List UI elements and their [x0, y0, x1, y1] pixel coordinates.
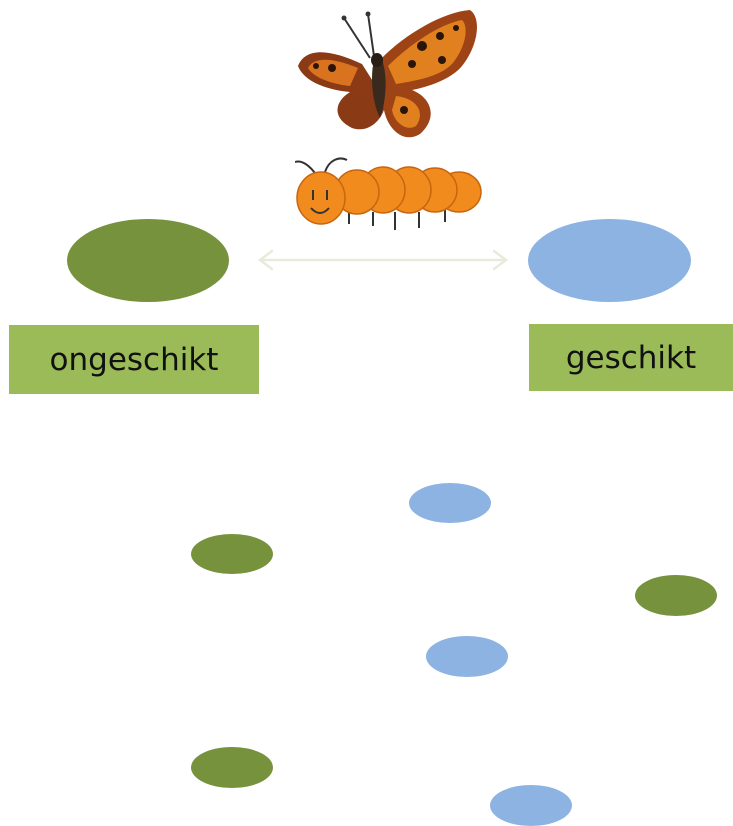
skilled-marker-oval [528, 219, 691, 302]
unskilled-scatter-oval [635, 575, 717, 616]
caterpillar-image [295, 157, 482, 230]
unskilled-scatter-oval [191, 747, 273, 788]
skilled-scatter-oval [409, 483, 491, 523]
skilled-scatter-oval [490, 785, 572, 826]
label-suitable: geschikt [529, 324, 733, 391]
label-unsuitable-text: ongeschikt [49, 341, 219, 378]
label-unsuitable: ongeschikt [9, 325, 259, 394]
unskilled-scatter-oval [191, 534, 273, 574]
unskilled-marker-oval [67, 219, 229, 302]
butterfly-image [298, 10, 477, 138]
label-suitable-text: geschikt [565, 339, 697, 376]
double-arrow-icon [257, 249, 509, 271]
skilled-scatter-oval [426, 636, 508, 677]
